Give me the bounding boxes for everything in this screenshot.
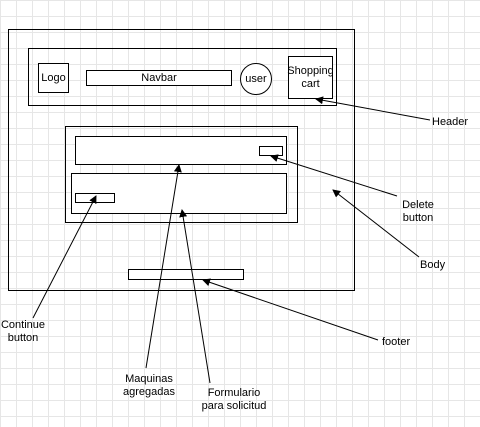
arrow-continue	[32, 195, 97, 319]
navbar-box: Navbar	[86, 70, 232, 86]
cart-label-line2: cart	[301, 77, 320, 90]
body-section	[65, 126, 298, 223]
maquinas-agregadas-box	[75, 136, 287, 165]
navbar-label: Navbar	[141, 71, 177, 84]
label-continue-button: Continue button	[0, 319, 46, 344]
header-section	[28, 48, 337, 106]
footer-bar	[128, 269, 244, 280]
shopping-cart-box: Shopping cart	[287, 56, 334, 99]
arrow-maquinas	[145, 164, 182, 369]
arrow-body	[332, 189, 420, 258]
user-circle: user	[240, 63, 272, 95]
arrow-delete	[270, 154, 398, 197]
arrow-header	[315, 96, 431, 121]
cart-label-line1: Shopping	[287, 64, 334, 77]
label-formulario: Formulario para solicitud	[201, 387, 267, 412]
label-maquinas-agregadas: Maquinas agregadas	[123, 373, 175, 398]
logo-box: Logo	[38, 63, 69, 93]
page-frame	[8, 29, 355, 291]
label-footer: footer	[382, 336, 411, 348]
arrow-formulario	[179, 209, 211, 384]
arrow-footer	[202, 278, 379, 341]
logo-label: Logo	[41, 71, 66, 84]
label-header: Header	[432, 116, 469, 128]
user-label: user	[245, 72, 267, 85]
label-body: Body	[420, 259, 446, 271]
label-delete-button: Delete button	[402, 199, 434, 224]
